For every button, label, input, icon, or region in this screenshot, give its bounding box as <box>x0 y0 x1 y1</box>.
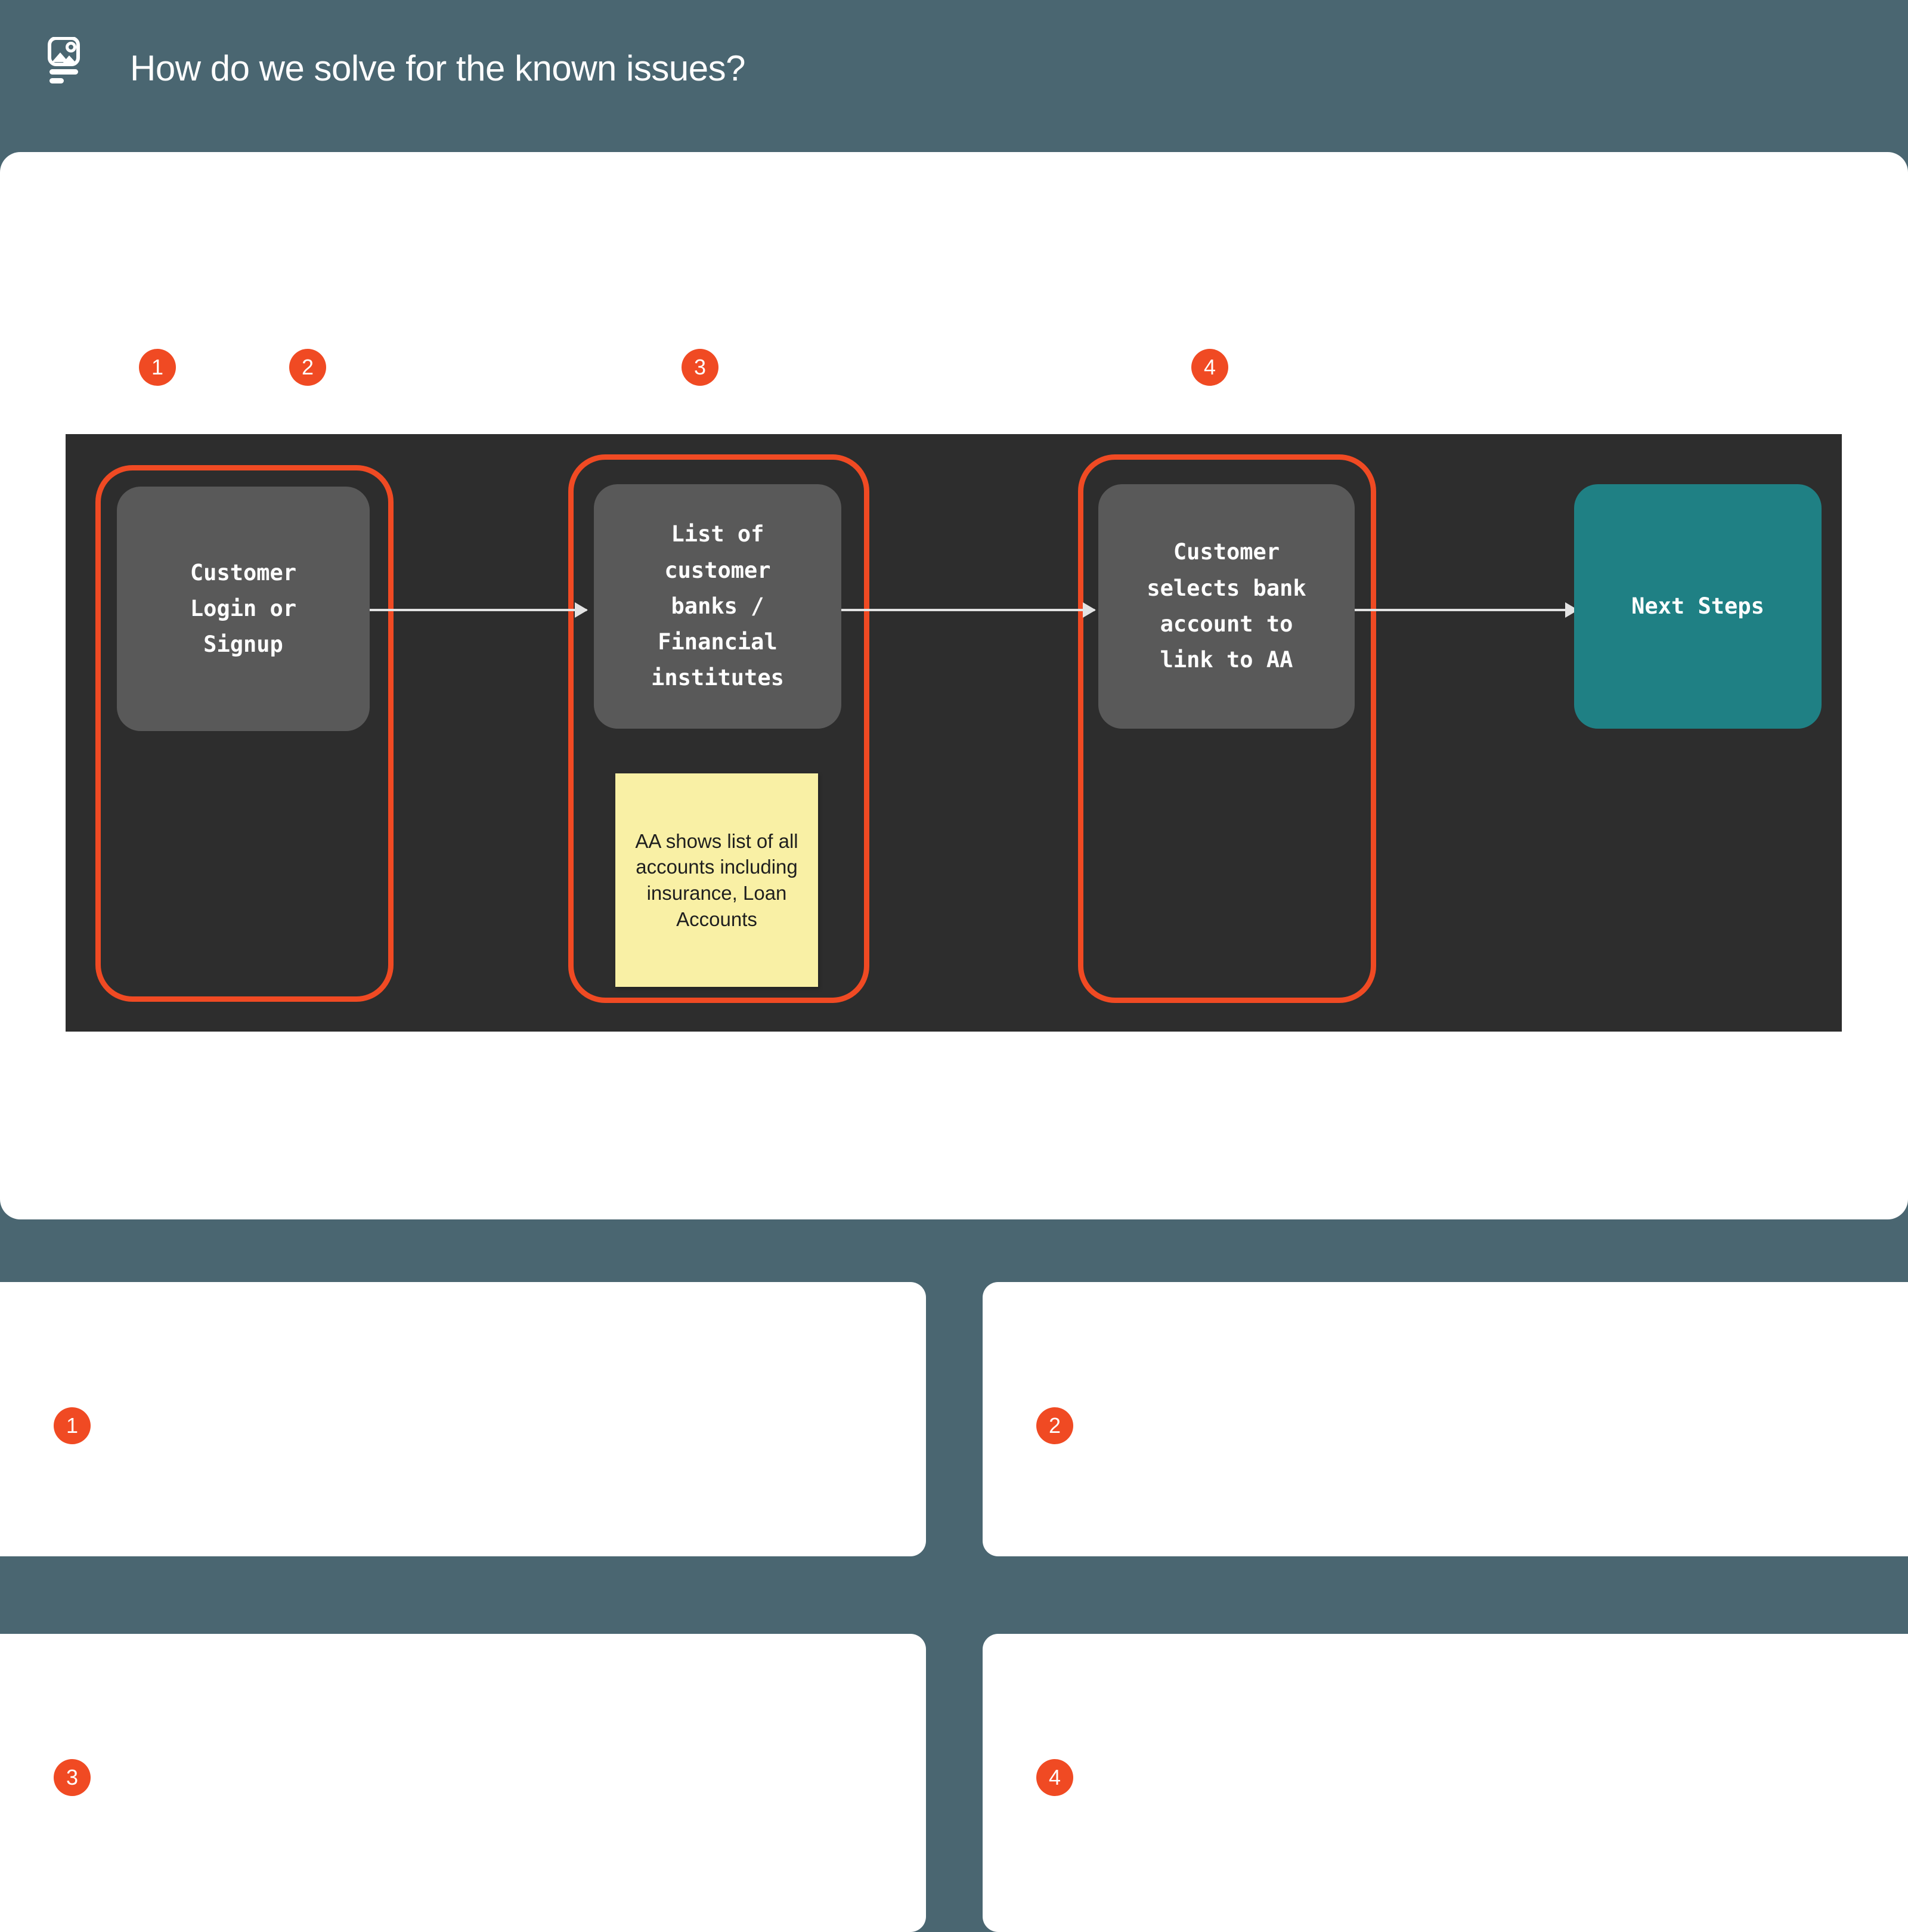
flow-node-customer-login[interactable]: Customer Login or Signup <box>117 487 370 731</box>
highlight-group-3 <box>1078 454 1376 1003</box>
highlight-group-1 <box>95 465 394 1002</box>
connector-arrow-3 <box>1351 609 1577 611</box>
page-header: How do we solve for the known issues? <box>0 0 1908 152</box>
note-card-4[interactable] <box>983 1634 1908 1932</box>
flow-node-bank-list[interactable]: List of customer banks / Financial insti… <box>594 484 841 729</box>
highlight-group-2 <box>568 454 869 1003</box>
note-card-1[interactable] <box>0 1282 926 1556</box>
flow-node-select-account[interactable]: Customer selects bank account to link to… <box>1098 484 1355 729</box>
note-card-badge-1[interactable]: 1 <box>54 1407 91 1444</box>
step-badge-4[interactable]: 4 <box>1191 349 1228 386</box>
image-placeholder-icon <box>47 36 89 85</box>
note-card-badge-2[interactable]: 2 <box>1036 1407 1073 1444</box>
sticky-note-aa-accounts[interactable]: AA shows list of all accounts including … <box>615 773 818 987</box>
note-card-badge-3[interactable]: 3 <box>54 1759 91 1796</box>
step-badge-2[interactable]: 2 <box>289 349 326 386</box>
note-card-3[interactable] <box>0 1634 926 1932</box>
note-card-2[interactable] <box>983 1282 1908 1556</box>
connector-arrow-1 <box>365 609 587 611</box>
step-badge-3[interactable]: 3 <box>682 349 718 386</box>
page-title: How do we solve for the known issues? <box>130 48 746 88</box>
connector-arrow-2 <box>837 609 1095 611</box>
note-card-badge-4[interactable]: 4 <box>1036 1759 1073 1796</box>
flow-node-next-steps[interactable]: Next Steps <box>1574 484 1822 729</box>
step-badge-1[interactable]: 1 <box>139 349 176 386</box>
